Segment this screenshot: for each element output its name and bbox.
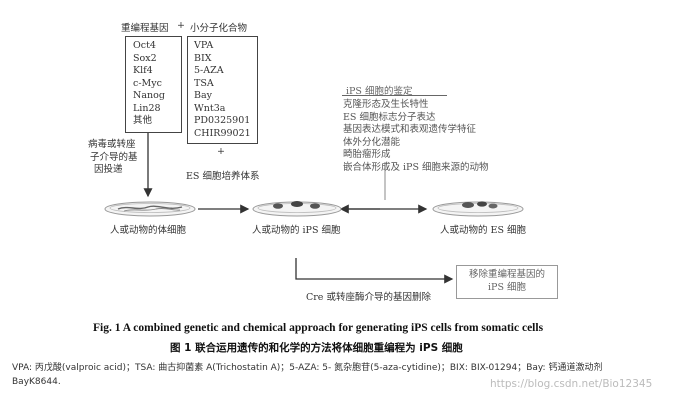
plus-sign: + <box>177 20 185 31</box>
small-molecules-title: 小分子化合物 <box>190 23 248 34</box>
cre-label: Cre 或转座酶介导的基因删除 <box>306 292 431 303</box>
figure-caption-english: Fig. 1 A combined genetic and chemical a… <box>93 322 544 334</box>
reprogramming-genes-box: Oct4 Sox2 Klf4 c-Myc Nanog Lin28 其他 <box>125 36 182 133</box>
molecule-item: BIX <box>194 52 212 64</box>
identification-divider <box>342 95 447 96</box>
ips-cell-dish <box>252 201 342 217</box>
watermark: https://blog.csdn.net/Bio12345 <box>490 378 653 390</box>
identification-item: 嵌合体形成及 iPS 细胞来源的动物 <box>343 161 489 173</box>
small-molecules-box: VPA BIX 5-AZA TSA Bay Wnt3a PD0325901 CH… <box>187 36 258 144</box>
gene-item: 其他 <box>133 115 153 126</box>
gene-item: Oct4 <box>133 40 156 51</box>
molecule-item: VPA <box>194 40 214 51</box>
molecule-item: PD0325901 <box>194 115 251 126</box>
ips-cell-label: 人或动物的 iPS 细胞 <box>252 225 341 236</box>
es-cell-dish <box>432 201 524 217</box>
somatic-cell-label: 人或动物的体细胞 <box>110 225 187 236</box>
gene-item: Lin28 <box>133 102 161 114</box>
identification-list: 克隆形态及生长特性 ES 细胞标志分子表达 基因表达模式和表观遗传学特征 体外分… <box>343 99 488 174</box>
identification-item: 畸胎瘤形成 <box>343 149 391 160</box>
identification-item: 体外分化潜能 <box>343 136 401 148</box>
gene-item: Sox2 <box>133 52 157 64</box>
identification-title: iPS 细胞的鉴定 <box>346 86 413 97</box>
molecule-item: 5-AZA <box>194 65 224 76</box>
gene-item: Klf4 <box>133 65 153 76</box>
identification-item: 基因表达模式和表观遗传学特征 <box>343 124 477 135</box>
figure-caption-chinese: 图 1 联合运用遗传的和化学的方法将体细胞重编程为 iPS 细胞 <box>170 342 463 354</box>
molecule-item: TSA <box>194 77 214 89</box>
reprogramming-genes-title: 重编程基因 <box>121 23 169 34</box>
es-culture-label: ES 细胞培养体系 <box>186 171 260 182</box>
somatic-cell-dish <box>104 201 196 217</box>
cre-arrow <box>295 258 454 284</box>
identification-item: ES 细胞标志分子表达 <box>343 111 436 123</box>
molecule-item: Bay <box>194 90 213 101</box>
removed-genes-ips-box: 移除重编程基因的 iPS 细胞 <box>456 265 558 299</box>
transduction-label: 病毒或转座 子介导的基 因投递 <box>88 139 138 175</box>
es-culture-plus: + <box>217 146 225 157</box>
molecule-item: Wnt3a <box>194 102 226 114</box>
gene-item: Nanog <box>133 90 165 101</box>
molecule-item: CHIR99021 <box>194 127 251 139</box>
identification-item: 克隆形态及生长特性 <box>343 99 429 110</box>
gene-item: c-Myc <box>133 77 162 89</box>
abbreviation-note: VPA: 丙戊酸(valproic acid)；TSA: 曲古抑菌素 A(Tri… <box>12 363 603 387</box>
es-cell-label: 人或动物的 ES 细胞 <box>440 225 526 236</box>
